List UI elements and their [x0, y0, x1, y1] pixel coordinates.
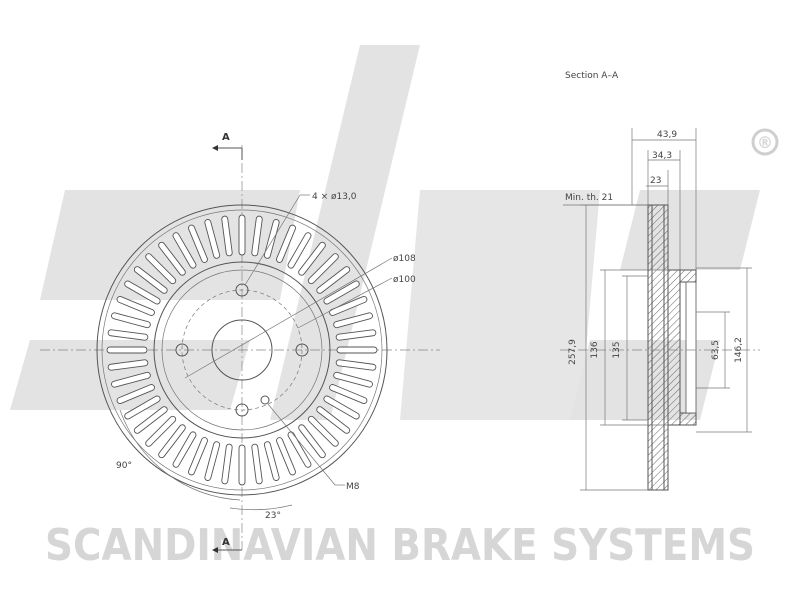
- d146-label: 146,2: [734, 337, 744, 363]
- thread-leader: [267, 403, 336, 486]
- total-height-label: 43,9: [657, 130, 677, 140]
- disc-friction-ring-section: [647, 204, 669, 491]
- vent-slot: [107, 359, 149, 371]
- vent-slot: [124, 280, 161, 305]
- angle-23-arc: [229, 504, 293, 511]
- bolt-holes-label: 4 × ø13,0: [312, 192, 357, 202]
- vent-slot: [263, 219, 280, 259]
- pcd-label: ø108: [393, 254, 416, 264]
- vent-slot: [204, 441, 221, 481]
- vent-slot: [276, 437, 296, 476]
- ventilation-slots: [106, 214, 378, 486]
- vent-slot: [276, 224, 296, 263]
- vent-slot: [329, 296, 368, 316]
- hat-top-flange: [679, 269, 697, 283]
- d135-label: 135: [612, 341, 622, 358]
- d136-label: 136: [590, 341, 600, 358]
- thickness-label: 23: [650, 176, 661, 186]
- vent-slot: [333, 371, 373, 388]
- centre-bore-label: 63,5: [711, 340, 721, 360]
- centre-bore-circle: [211, 319, 273, 381]
- vent-slot: [316, 266, 351, 294]
- hat-inner-circle: [161, 269, 323, 431]
- sbs-logo-watermark: [10, 45, 760, 420]
- registered-mark: ®: [751, 128, 779, 156]
- vent-slot: [298, 241, 326, 276]
- company-name-watermark: SCANDINAVIAN BRAKE SYSTEMS: [45, 520, 755, 571]
- hat-bottom-flange: [679, 412, 697, 426]
- hat-face: [685, 281, 697, 414]
- vent-slot: [172, 431, 197, 468]
- bolt-hole-leader: [244, 194, 301, 286]
- vent-slot: [323, 280, 360, 305]
- angle-90-arc: [119, 409, 241, 501]
- hat-wall-section: [667, 269, 681, 426]
- pcd-leader: [184, 257, 393, 379]
- thread-label: M8: [346, 482, 360, 492]
- vent-slot: [111, 312, 151, 329]
- section-title: Section A–A: [565, 71, 619, 81]
- vent-slot: [335, 359, 377, 371]
- vent-slot: [287, 431, 312, 468]
- outer-rim-inner-circle: [101, 209, 383, 491]
- vent-slot: [124, 395, 161, 420]
- vent-slot: [221, 215, 233, 257]
- vent-slot: [188, 437, 208, 476]
- hat-outer-circle: [153, 261, 331, 439]
- vent-slot: [316, 406, 351, 434]
- vent-slot: [307, 253, 339, 285]
- vent-slot: [323, 395, 360, 420]
- vent-slot: [204, 219, 221, 259]
- vent-slot: [263, 441, 280, 481]
- vent-slot: [335, 329, 377, 341]
- bolt-hole-top: [235, 283, 249, 297]
- section-marker-top: A: [222, 132, 230, 143]
- angle-23-label: 23°: [265, 511, 281, 521]
- vent-slot: [172, 232, 197, 269]
- vent-slot: [158, 241, 186, 276]
- outer-rim-circle: [96, 204, 388, 496]
- registered-mark-text: ®: [757, 133, 773, 152]
- hat-height-label: 34,3: [652, 151, 672, 161]
- vent-slot: [238, 444, 246, 486]
- vent-slot: [158, 424, 186, 459]
- hub-bore-leader: [297, 277, 393, 329]
- vent-slot: [298, 424, 326, 459]
- vent-slot: [116, 384, 155, 404]
- vent-slot: [145, 253, 177, 285]
- vent-slot: [116, 296, 155, 316]
- angle-90-label: 90°: [116, 461, 132, 471]
- vent-slot: [111, 371, 151, 388]
- vent-slot: [251, 215, 263, 257]
- vent-slot: [329, 384, 368, 404]
- bolt-hole-left: [175, 343, 189, 357]
- section-view: Section A–A 43,9 34,3 23 Min. th. 21 257…: [560, 71, 760, 491]
- outer-diameter-label: 257,9: [568, 339, 578, 365]
- thread-hole: [260, 395, 270, 405]
- vent-slot: [106, 346, 148, 354]
- pcd-circle: [181, 289, 303, 411]
- vent-slot: [251, 443, 263, 485]
- vent-slot: [238, 214, 246, 256]
- vent-slot: [145, 415, 177, 447]
- vent-slot: [333, 312, 373, 329]
- vent-slot: [133, 406, 168, 434]
- front-view: A A 4 × ø13,0 ø108 ø100 M8 90° 23°: [40, 132, 440, 553]
- vent-slot: [221, 443, 233, 485]
- hub-bore-label: ø100: [393, 275, 416, 285]
- section-marker-bottom: A: [222, 537, 230, 548]
- vent-slot: [107, 329, 149, 341]
- vent-slot: [307, 415, 339, 447]
- vent-slot: [287, 232, 312, 269]
- bolt-hole-right: [295, 343, 309, 357]
- min-thickness-label: Min. th. 21: [565, 193, 613, 203]
- vent-slot: [133, 266, 168, 294]
- vent-slot: [188, 224, 208, 263]
- bolt-hole-bottom: [235, 403, 249, 417]
- vent-slot: [336, 346, 378, 354]
